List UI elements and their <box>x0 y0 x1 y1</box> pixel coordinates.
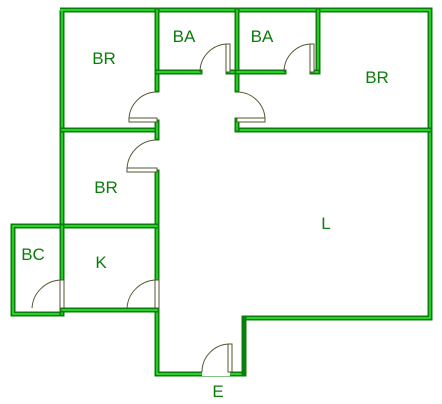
door-br-top-right-arc <box>236 91 266 121</box>
door-br-top-right[interactable] <box>236 91 266 123</box>
door-br-top-left[interactable] <box>128 91 158 123</box>
door-kitchen-leaf <box>154 279 160 309</box>
door-entrance-leaf <box>227 343 233 373</box>
room-label-entrance: E <box>212 382 223 401</box>
room-label-bc: BC <box>21 245 45 264</box>
door-ba-right[interactable] <box>283 43 315 73</box>
room-labels: BR BA BA BR BR L BC K E <box>21 27 389 401</box>
door-br-top-right-leaf <box>236 117 266 123</box>
walls <box>10 7 433 377</box>
door-entrance[interactable] <box>201 343 233 376</box>
room-label-br-top-left: BR <box>92 49 116 68</box>
door-bc-leaf <box>59 279 65 309</box>
door-br-top-left-leaf <box>128 117 158 123</box>
door-ba-left-arc <box>199 43 229 73</box>
room-label-br-top-right: BR <box>365 68 389 87</box>
outer-wall <box>10 7 433 377</box>
room-label-living: L <box>321 214 330 233</box>
room-label-ba-right: BA <box>251 27 274 46</box>
door-kitchen-arc <box>126 279 158 309</box>
room-label-kitchen: K <box>95 253 107 272</box>
door-entrance-arc <box>201 343 231 373</box>
doors <box>31 43 315 376</box>
door-ba-left-leaf <box>225 43 231 73</box>
door-br-top-left-arc <box>128 91 158 121</box>
door-entrance-gap <box>202 368 230 376</box>
room-label-br-middle: BR <box>94 178 118 197</box>
door-ba-right-arc <box>283 43 313 73</box>
door-br-middle-arc <box>126 139 158 171</box>
door-kitchen[interactable] <box>126 279 160 309</box>
door-br-middle-leaf <box>126 167 158 173</box>
door-br-middle[interactable] <box>126 139 158 173</box>
door-ba-left[interactable] <box>199 43 231 73</box>
door-ba-right-leaf <box>309 43 315 73</box>
door-bc[interactable] <box>31 279 65 309</box>
room-label-ba-left: BA <box>173 27 196 46</box>
door-bc-arc <box>31 279 63 309</box>
